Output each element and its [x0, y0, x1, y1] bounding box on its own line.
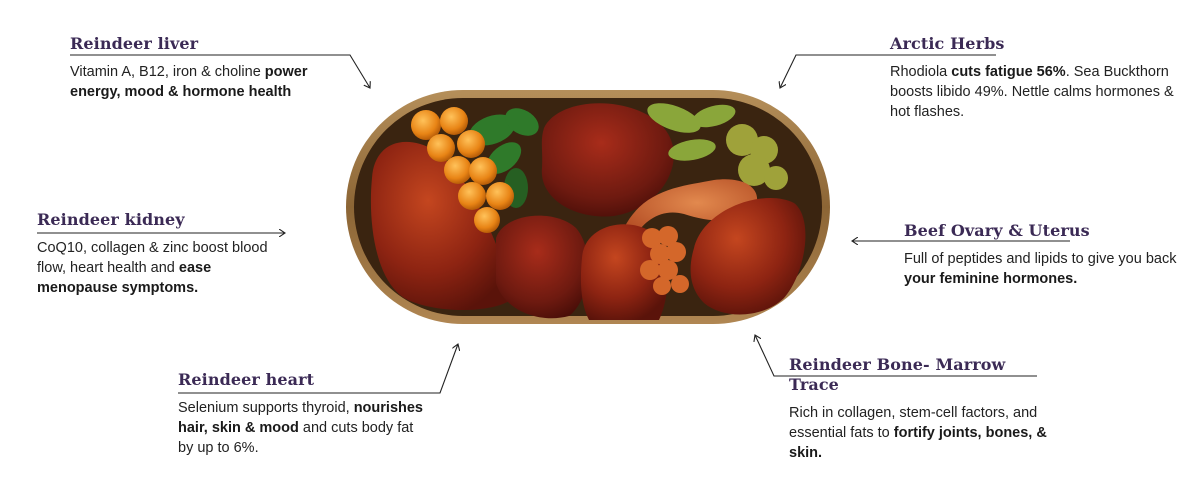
callout-title: Reindeer liver: [70, 34, 199, 53]
callout-description: Rich in collagen, stem-cell factors, and…: [789, 403, 1059, 463]
desc-highlight: nourishes hair, skin & mood: [178, 400, 423, 436]
desc-highlight: ease menopause symptoms.: [37, 260, 212, 296]
callout-description: Vitamin A, B12, iron & choline power ene…: [70, 62, 360, 102]
callout-reindeer-heart: Reindeer heart Selenium supports thyroid…: [178, 370, 428, 458]
desc-highlight: power energy, mood & hormone health: [70, 64, 308, 100]
callout-reindeer-kidney: Reindeer kidney CoQ10, collagen & zinc b…: [37, 210, 287, 298]
callout-description: Rhodiola cuts fatigue 56%. Sea Buckthorn…: [890, 62, 1180, 122]
desc-text: . Sea Buckthorn boosts libido 49%. Nettl…: [890, 64, 1174, 120]
callout-title: Beef Ovary & Uterus: [904, 221, 1090, 240]
desc-highlight: fortify joints, bones, & skin.: [789, 425, 1047, 461]
callout-reindeer-liver: Reindeer liver Vitamin A, B12, iron & ch…: [70, 34, 360, 102]
desc-text: and cuts body fat by up to 6%.: [178, 420, 414, 456]
callout-title: Reindeer heart: [178, 370, 315, 389]
desc-highlight: cuts fatigue 56%: [951, 64, 1066, 80]
desc-text: Full of peptides and lipids to give you …: [904, 251, 1177, 267]
callout-description: Selenium supports thyroid, nourishes hai…: [178, 398, 428, 458]
desc-text: Vitamin A, B12, iron & choline: [70, 64, 265, 80]
desc-highlight: your feminine hormones.: [904, 271, 1078, 287]
callout-description: Full of peptides and lipids to give you …: [904, 249, 1194, 289]
callout-arctic-herbs: Arctic Herbs Rhodiola cuts fatigue 56%. …: [890, 34, 1180, 122]
desc-text: Rhodiola: [890, 64, 952, 80]
desc-text: CoQ10, collagen & zinc boost blood flow,…: [37, 240, 268, 276]
callout-reindeer-bone-marrow: Reindeer Bone- Marrow Trace Rich in coll…: [789, 355, 1059, 463]
organ-dish-image: [346, 90, 830, 324]
callout-title: Arctic Herbs: [890, 34, 1005, 53]
desc-text: Rich in collagen, stem-cell factors, and…: [789, 405, 1038, 441]
callout-beef-ovary-uterus: Beef Ovary & Uterus Full of peptides and…: [904, 221, 1194, 289]
callout-title: Reindeer Bone- Marrow Trace: [789, 355, 1006, 394]
callout-description: CoQ10, collagen & zinc boost blood flow,…: [37, 238, 287, 298]
desc-text: Selenium supports thyroid,: [178, 400, 354, 416]
callout-title: Reindeer kidney: [37, 210, 185, 229]
